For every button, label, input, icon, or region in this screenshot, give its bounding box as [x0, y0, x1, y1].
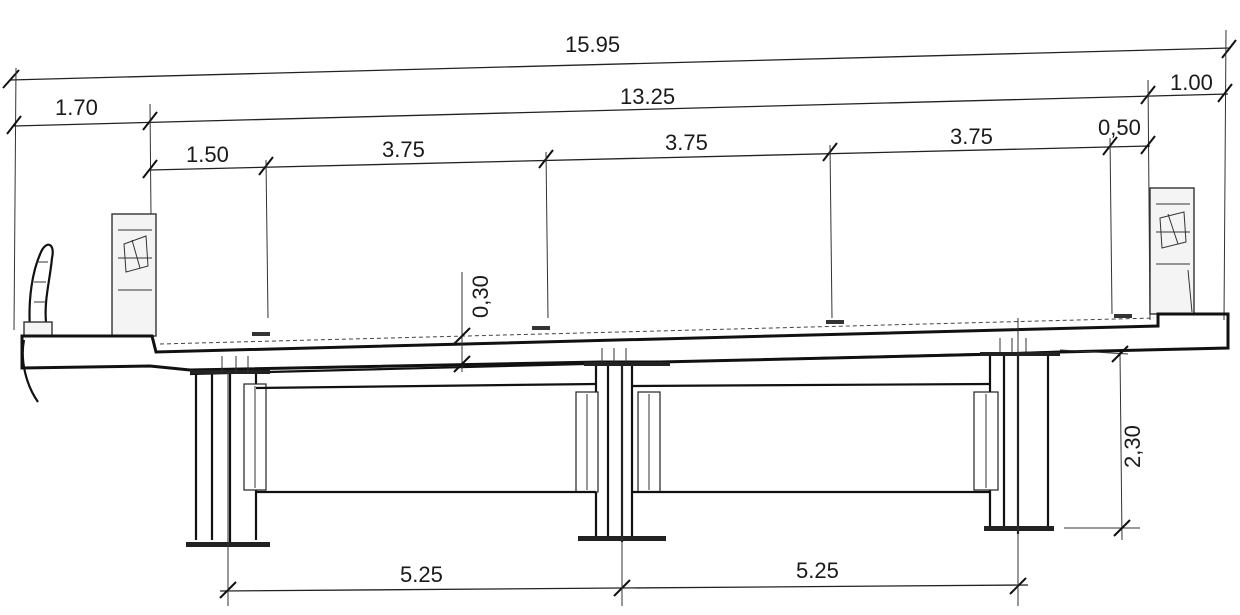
total-width-label: 15.95: [565, 32, 620, 57]
lane-marking: [252, 332, 270, 336]
left-edge-railing: [21, 243, 54, 403]
girder-height-label: 2,30: [1120, 425, 1145, 468]
right-shoulder-label: 0,50: [1098, 115, 1141, 140]
right-overhang-label: 1.00: [1170, 70, 1213, 95]
lane-1-label: 3.75: [382, 137, 425, 162]
dimension-slab-thickness: 0,30: [453, 272, 493, 373]
dimension-lanes-chain: 1.50 3.75 3.75 3.75 0,50: [142, 115, 1156, 319]
left-overhang-label: 1.70: [55, 95, 98, 120]
steel-girder-right: [973, 338, 1060, 534]
roadway-width-label: 13.25: [620, 84, 675, 109]
left-barrier: [111, 213, 157, 337]
cross-bracing: [255, 382, 991, 494]
lane-marking: [1114, 314, 1132, 318]
slab-thickness-label: 0,30: [468, 275, 493, 318]
lane-marking: [532, 326, 550, 330]
dimension-girder-spacing: 5.25 5.25: [219, 318, 1029, 606]
lane-marking: [826, 320, 844, 324]
dimension-total-width: 15.95: [2, 29, 1237, 331]
dimension-girder-height: 2,30: [1059, 345, 1145, 541]
steel-girder-center: [575, 348, 670, 542]
right-barrier: [1149, 187, 1195, 315]
lane-3-label: 3.75: [950, 124, 993, 149]
girder-spacing-2-label: 5.25: [796, 558, 839, 583]
dimension-roadway-chain: 1.70 13.25 1.00: [6, 70, 1233, 331]
girder-spacing-1-label: 5.25: [400, 562, 443, 587]
left-shoulder-label: 1.50: [186, 142, 229, 167]
lane-2-label: 3.75: [665, 130, 708, 155]
